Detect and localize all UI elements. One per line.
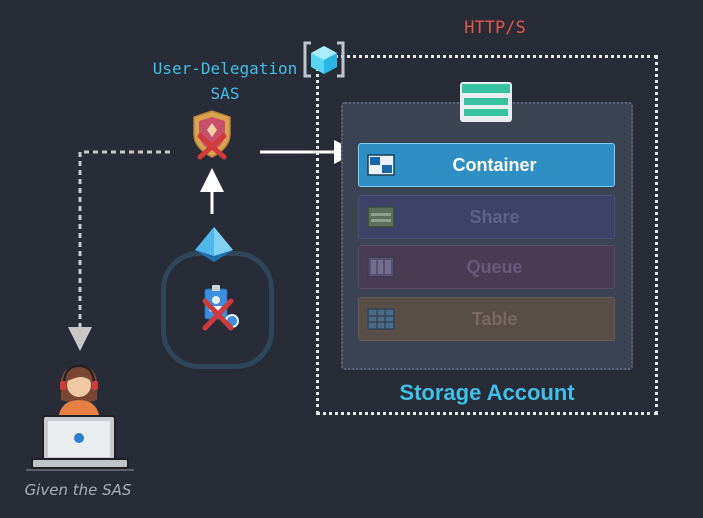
user-caption: Given the SAS	[24, 481, 132, 499]
protocol-label: HTTP/S	[464, 18, 526, 38]
sas-to-user-dotted-arrow	[68, 150, 170, 351]
share-label: Share	[469, 206, 520, 227]
share-icon	[367, 206, 395, 228]
storage-account-label: Storage Account	[399, 380, 575, 405]
container-icon	[367, 154, 395, 176]
queue-icon	[367, 256, 395, 278]
queue-service[interactable]: Queue	[358, 245, 615, 289]
container-service[interactable]: Container	[358, 143, 615, 187]
container-label: Container	[452, 154, 537, 175]
sas-title: User-Delegation SAS	[110, 56, 340, 106]
table-icon	[367, 308, 395, 330]
sas-title-line2: SAS	[210, 84, 240, 103]
table-label: Table	[471, 308, 518, 329]
queue-label: Queue	[466, 256, 523, 277]
table-service[interactable]: Table	[358, 297, 615, 341]
share-service[interactable]: Share	[358, 195, 615, 239]
sas-title-line1: User-Delegation	[152, 59, 298, 78]
storage-account-boundary	[316, 55, 658, 415]
